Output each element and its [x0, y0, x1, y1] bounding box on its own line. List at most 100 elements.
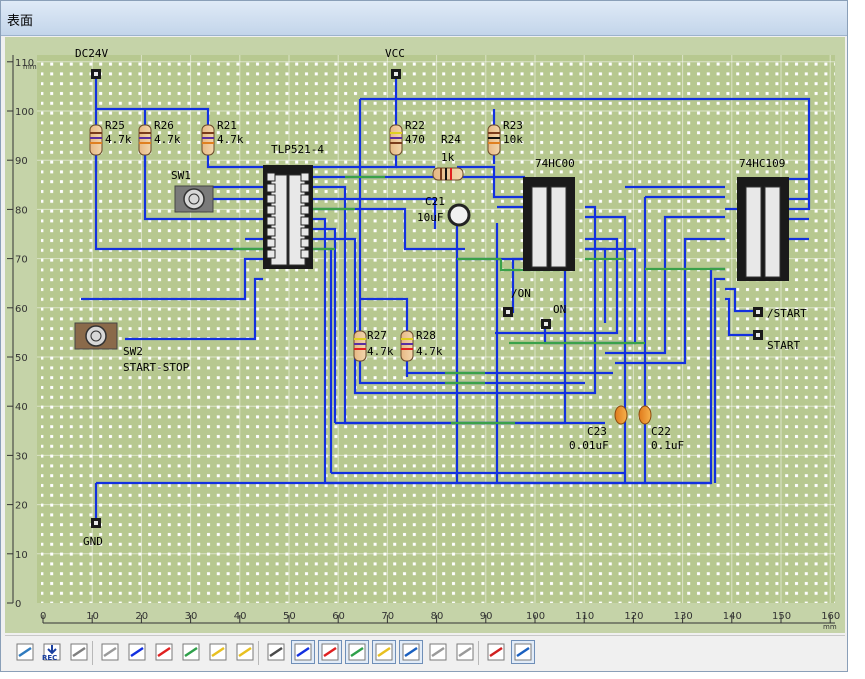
mirror-button[interactable] — [264, 640, 288, 664]
x-tick-label: 70 — [381, 611, 394, 622]
layers-icon — [16, 643, 34, 661]
resistor-r21[interactable]: R21 4.7k — [201, 119, 244, 156]
resistor-r24[interactable]: R24 1k — [432, 133, 464, 181]
page-scrollbar[interactable] — [848, 0, 865, 679]
c21-value: 10uF — [417, 211, 444, 224]
ic-74hc109[interactable]: 74HC109 — [737, 157, 789, 281]
capacitor-c21[interactable]: C21 10uF — [417, 195, 471, 227]
layers-button[interactable] — [13, 640, 37, 664]
x-tick-label: 160 — [821, 611, 840, 622]
resistor-r26[interactable]: R26 4.7k — [138, 119, 181, 156]
on-label: ON — [553, 303, 566, 316]
y-tick-label: 0 — [15, 599, 21, 610]
x-tick-label: 50 — [283, 611, 296, 622]
y-unit: mm — [23, 63, 37, 71]
resistor-r28[interactable]: R28 4.7k — [400, 329, 443, 362]
wire-yellow-button[interactable] — [206, 640, 230, 664]
view-yellow-icon — [375, 643, 393, 661]
view-blue-icon — [294, 643, 312, 661]
ic-tlp521-4[interactable]: TLP521-4 — [263, 143, 324, 269]
r24-label: R24 — [441, 133, 461, 146]
x-tick-label: 120 — [624, 611, 643, 622]
x-tick-label: 80 — [431, 611, 444, 622]
rec-label: REC — [42, 654, 58, 662]
switch-sw2[interactable]: SW2 START-STOP — [74, 322, 190, 374]
resistor-r25[interactable]: R25 4.7k — [89, 119, 132, 156]
toolbar: REC — [5, 635, 845, 670]
terminal-vcc[interactable]: VCC — [385, 47, 405, 79]
record-button[interactable]: REC — [40, 640, 64, 664]
tlp521-label: TLP521-4 — [271, 143, 324, 156]
r24-value: 1k — [441, 151, 455, 164]
toolbar-separator — [92, 641, 93, 665]
r21-value: 4.7k — [217, 133, 244, 146]
y-tick-label: 60 — [15, 304, 28, 315]
select-button[interactable] — [98, 640, 122, 664]
terminal-gnd[interactable]: GND — [83, 518, 103, 548]
x-tick-label: 100 — [526, 611, 545, 622]
c21-label: C21 — [425, 195, 445, 208]
terminal-start[interactable]: START — [753, 330, 800, 352]
terminal-start-n[interactable]: /START — [753, 307, 807, 320]
y-tick-label: 40 — [15, 402, 28, 413]
view-blue-button[interactable] — [291, 640, 315, 664]
wire-red-button[interactable] — [152, 640, 176, 664]
mirror-icon — [267, 643, 285, 661]
c23-label: C23 — [587, 425, 607, 438]
view-yellow-button[interactable] — [372, 640, 396, 664]
capacitor-c23[interactable]: C23 0.01uF — [569, 405, 628, 452]
y-tick-label: 110 — [15, 58, 34, 69]
dim-icon — [456, 643, 474, 661]
terminal-dc24v[interactable]: DC24V — [75, 47, 108, 79]
view-label-icon — [402, 643, 420, 661]
view-red-button[interactable] — [318, 640, 342, 664]
r23-value: 10k — [503, 133, 523, 146]
view-label-button[interactable] — [399, 640, 423, 664]
dim-button[interactable] — [453, 640, 477, 664]
terminal-on[interactable]: ON — [541, 303, 566, 329]
wire-red-icon — [155, 643, 173, 661]
r22-label: R22 — [405, 119, 425, 132]
c22-value: 0.1uF — [651, 439, 684, 452]
dc24v-label: DC24V — [75, 47, 108, 60]
resistor-r27[interactable]: R27 4.7k — [353, 329, 394, 362]
r27-value: 4.7k — [367, 345, 394, 358]
terminal-on-n[interactable]: /ON — [503, 287, 531, 317]
r25-label: R25 — [105, 119, 125, 132]
r26-label: R26 — [154, 119, 174, 132]
hc109-label: 74HC109 — [739, 157, 785, 170]
view-green-button[interactable] — [345, 640, 369, 664]
y-tick-label: 80 — [15, 205, 28, 216]
resistor-r23[interactable]: R23 10k — [487, 119, 523, 156]
monitor-button[interactable] — [511, 640, 535, 664]
c23-value: 0.01uF — [569, 439, 609, 452]
hc00-label: 74HC00 — [535, 157, 575, 170]
r23-label: R23 — [503, 119, 523, 132]
capacitor-c22[interactable]: C22 0.1uF — [638, 405, 684, 452]
y-tick-label: 30 — [15, 451, 28, 462]
resistor-r22[interactable]: R22 470 — [389, 119, 425, 156]
ic-74hc00[interactable]: 74HC00 — [523, 157, 575, 271]
grid-off-icon — [429, 643, 447, 661]
r27-label: R27 — [367, 329, 387, 342]
grid-lines — [37, 55, 835, 603]
wire-blue-button[interactable] — [125, 640, 149, 664]
stop-button[interactable] — [67, 640, 91, 664]
grid-off-button[interactable] — [426, 640, 450, 664]
x-tick-label: 130 — [674, 611, 693, 622]
switch-sw1[interactable]: SW1 — [171, 169, 214, 213]
start-n-label: /START — [767, 307, 807, 320]
wire-green-button[interactable] — [179, 640, 203, 664]
stop-icon — [70, 643, 88, 661]
toolbar-separator — [478, 641, 479, 665]
x-tick-label: 150 — [772, 611, 791, 622]
wire-yellow2-button[interactable] — [233, 640, 257, 664]
pen-button[interactable] — [484, 640, 508, 664]
x-tick-label: 20 — [135, 611, 148, 622]
r28-value: 4.7k — [416, 345, 443, 358]
x-tick-label: 40 — [234, 611, 247, 622]
r28-label: R28 — [416, 329, 436, 342]
